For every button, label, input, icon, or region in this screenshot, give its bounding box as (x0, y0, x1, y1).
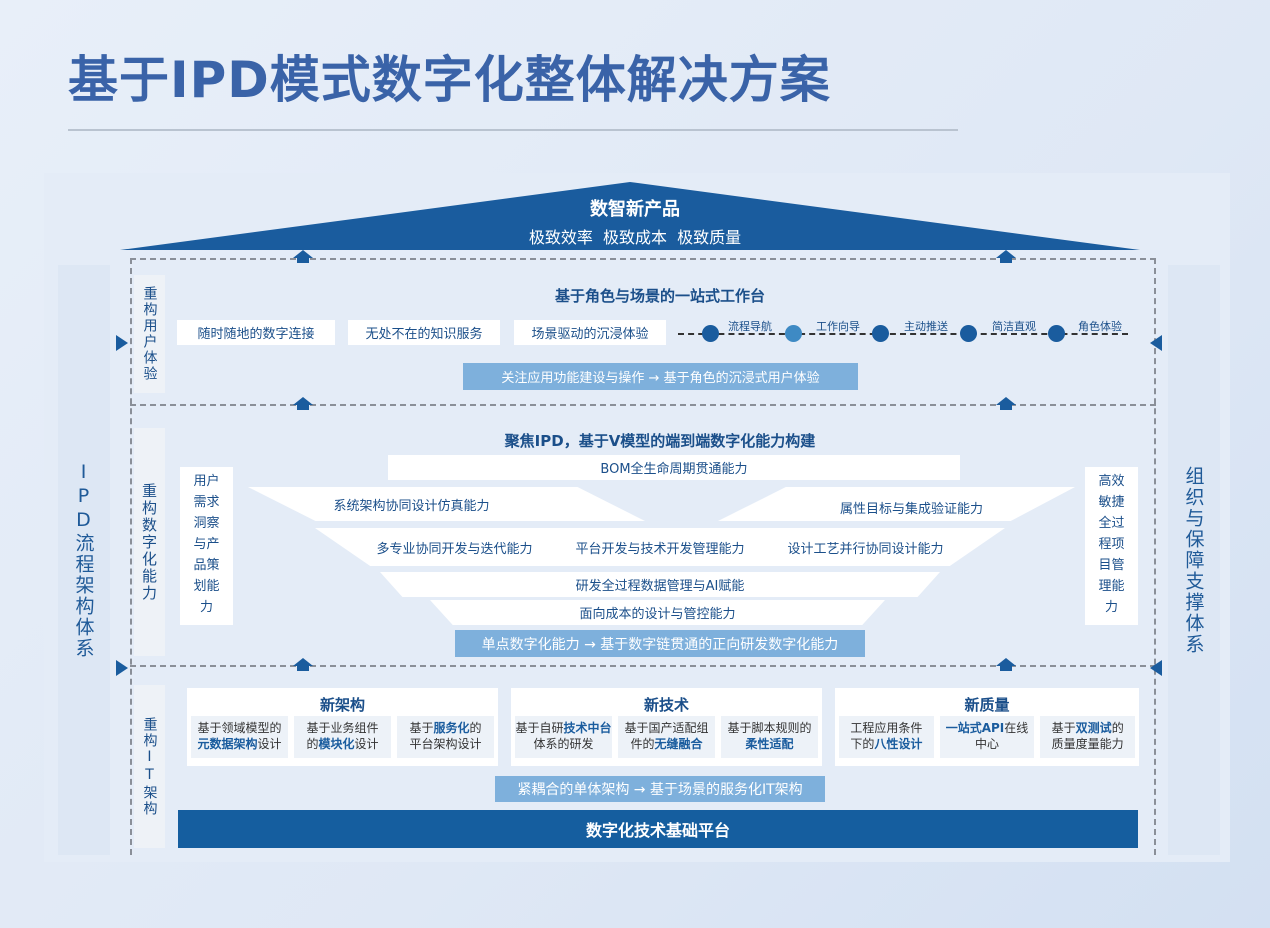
step-dot (1048, 325, 1065, 342)
left-arrow-icon (1150, 660, 1162, 676)
dev-item: 多专业协同开发与迭代能力 (376, 541, 533, 557)
step-dot (960, 325, 977, 342)
card-item: 基于领域模型的元数据架构设计 (191, 716, 288, 758)
left-arrow-icon (1150, 335, 1162, 351)
digital-heading: 聚焦IPD，基于V模型的端到端数字化能力构建 (504, 432, 816, 450)
card-new-quality: 新质量 工程应用条件下的八性设计 一站式API在线中心 基于双测试的质量度量能力 (835, 688, 1139, 766)
up-arrow-icon (293, 397, 313, 410)
card-item: 基于双测试的质量度量能力 (1040, 716, 1136, 758)
ux-box: 场景驱动的沉浸体验 (514, 320, 666, 345)
cost-row: 面向成本的设计与管控能力 (430, 600, 885, 625)
step-label: 流程导航 (728, 320, 772, 333)
up-arrow-icon (293, 250, 313, 263)
title-divider (68, 129, 958, 131)
section-label-it: 重构IT架构 (134, 685, 165, 848)
digital-banner: 单点数字化能力 → 基于数字链贯通的正向研发数字化能力 (455, 630, 865, 657)
ux-box: 无处不在的知识服务 (348, 320, 500, 345)
right-arrow-icon (116, 660, 128, 676)
divider (130, 404, 1156, 406)
up-arrow-icon (996, 658, 1016, 671)
bom-bar: BOM全生命周期贯通能力 (388, 455, 960, 480)
left-pillar: IPD流程架构体系 (58, 265, 110, 855)
up-arrow-icon (293, 658, 313, 671)
step-line (678, 333, 1128, 335)
ux-banner: 关注应用功能建设与操作 → 基于角色的沉浸式用户体验 (463, 363, 858, 390)
base-platform: 数字化技术基础平台 (178, 810, 1138, 848)
right-arrow-icon (116, 335, 128, 351)
right-capability-box: 高效敏捷全过程项目管理能力 (1085, 467, 1138, 625)
it-banner: 紧耦合的单体架构 → 基于场景的服务化IT架构 (495, 776, 825, 802)
dev-item: 设计工艺并行协同设计能力 (787, 541, 944, 557)
roof-subtitle: 极致效率 极致成本 极致质量 (528, 228, 742, 247)
data-row: 研发全过程数据管理与AI赋能 (380, 572, 940, 597)
card-item: 基于服务化的平台架构设计 (397, 716, 494, 758)
card-item: 基于自研技术中台体系的研发 (515, 716, 612, 758)
card-item: 工程应用条件下的八性设计 (839, 716, 934, 758)
step-dot (702, 325, 719, 342)
step-label: 角色体验 (1078, 320, 1122, 333)
section-label-ux: 重构用户体验 (134, 275, 165, 393)
step-label: 主动推送 (904, 320, 948, 333)
dev-row: 多专业协同开发与迭代能力 平台开发与技术开发管理能力 设计工艺并行协同设计能力 (315, 528, 1005, 566)
core-frame (130, 258, 1156, 855)
step-dot (785, 325, 802, 342)
left-wing: 系统架构协同设计仿真能力 (248, 487, 645, 521)
up-arrow-icon (996, 250, 1016, 263)
step-label: 简洁直观 (992, 320, 1036, 333)
step-label: 工作向导 (816, 320, 860, 333)
card-new-architecture: 新架构 基于领域模型的元数据架构设计 基于业务组件的模块化设计 基于服务化的平台… (187, 688, 498, 766)
card-item: 基于国产适配组件的无缝融合 (618, 716, 715, 758)
ux-heading: 基于角色与场景的一站式工作台 (554, 287, 765, 305)
section-label-digital: 重构数字化能力 (134, 428, 165, 656)
card-item: 基于业务组件的模块化设计 (294, 716, 391, 758)
card-item: 基于脚本规则的柔性适配 (721, 716, 818, 758)
step-dot (872, 325, 889, 342)
dev-item: 平台开发与技术开发管理能力 (575, 541, 745, 557)
ux-box: 随时随地的数字连接 (177, 320, 335, 345)
up-arrow-icon (996, 397, 1016, 410)
left-capability-box: 用户需求洞察与产品策划能力 (180, 467, 233, 625)
card-item: 一站式API在线中心 (939, 716, 1035, 758)
right-pillar: 组织与保障支撑体系 (1168, 265, 1220, 855)
page-title: 基于IPD模式数字化整体解决方案 (68, 51, 831, 109)
roof-title: 数智新产品 (590, 199, 680, 220)
divider (130, 665, 1156, 667)
card-new-technology: 新技术 基于自研技术中台体系的研发 基于国产适配组件的无缝融合 基于脚本规则的柔… (511, 688, 822, 766)
right-wing: 属性目标与集成验证能力 (718, 487, 1075, 521)
